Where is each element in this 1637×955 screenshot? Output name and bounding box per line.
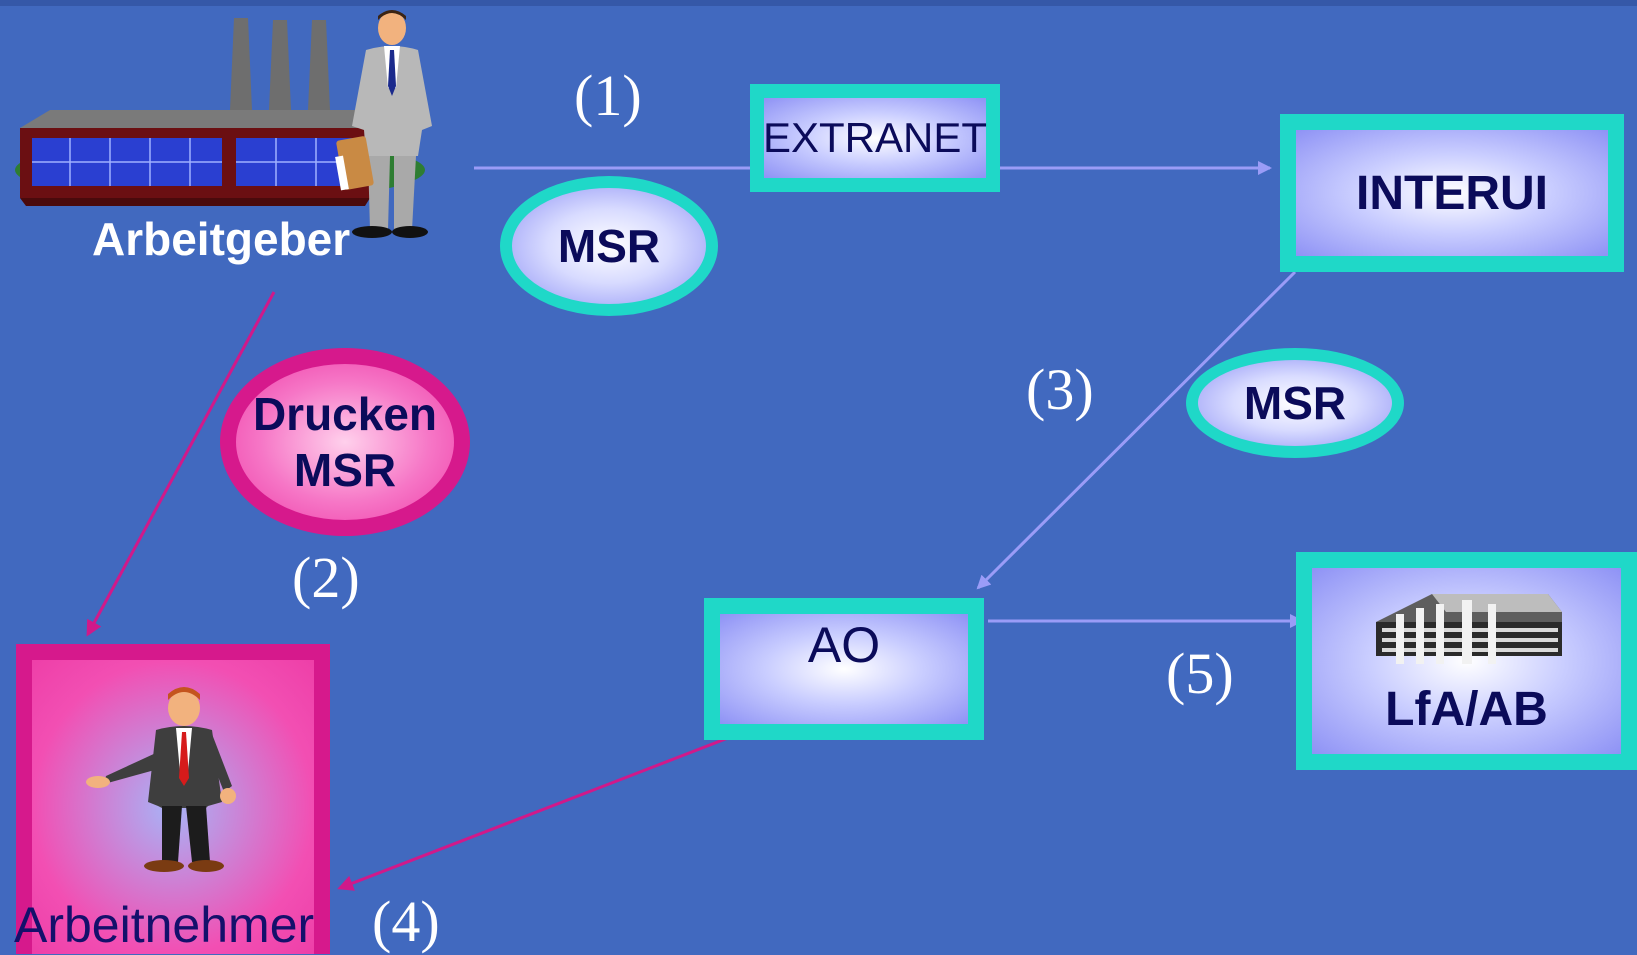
arrow-3-to-ao (976, 270, 1297, 590)
arbeitnehmer-node (16, 644, 330, 954)
step-4-label: (4) (372, 889, 440, 954)
extranet-label: EXTRANET (762, 114, 988, 161)
arbeitnehmer-label: Arbeitnehmer (14, 897, 315, 953)
interui-node: INTERUI (1280, 114, 1624, 272)
msr-extranet-label: MSR (557, 220, 661, 272)
step-2-label: (2) (292, 545, 360, 610)
top-strip (0, 0, 1637, 6)
factory-icon (15, 18, 425, 206)
step-5-label: (5) (1166, 641, 1234, 706)
lfa-label: LfA/AB (1385, 683, 1548, 736)
step-1-label: (1) (574, 63, 642, 128)
drucken-msr-label: MSR (293, 444, 397, 496)
lfa-node: LfA/AB (1296, 552, 1637, 770)
interui-label: INTERUI (1356, 166, 1548, 220)
msr-ellipse-interui: MSR (1186, 348, 1404, 458)
drucken-label: Drucken (252, 388, 438, 440)
arbeitgeber-label: Arbeitgeber (92, 213, 351, 265)
employee-icon (86, 687, 236, 872)
ao-node: AO (704, 598, 984, 740)
extranet-node: EXTRANET (750, 84, 1000, 192)
businessman-icon (335, 10, 432, 238)
drucken-msr-ellipse: Drucken MSR (220, 348, 470, 536)
ao-label: AO (807, 617, 881, 673)
msr-interui-label: MSR (1243, 377, 1347, 429)
msr-ellipse-extranet: MSR (500, 176, 718, 316)
arrow-2-to-arbeitnehmer (86, 291, 276, 637)
arrow-4-to-arbeitnehmer (337, 712, 791, 891)
office-building-icon (1375, 594, 1562, 664)
step-3-label: (3) (1026, 357, 1094, 422)
